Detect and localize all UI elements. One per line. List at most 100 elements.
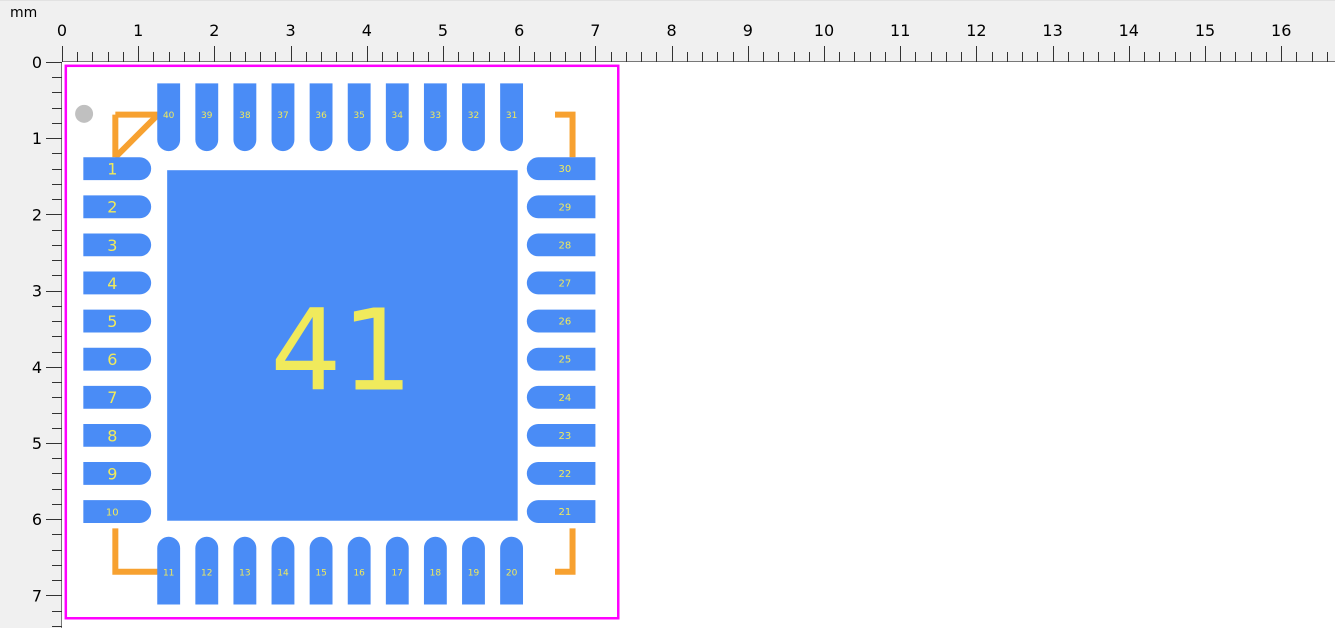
ruler-x-label: 5	[438, 21, 448, 40]
pad-top-number: 31	[506, 111, 517, 121]
pin1-chamfer	[113, 112, 161, 160]
pad-bottom-number: 17	[392, 568, 403, 578]
top-ruler	[0, 0, 1335, 62]
pad-top	[385, 83, 409, 152]
pad-right	[526, 500, 596, 524]
pad-bottom-number: 11	[163, 568, 174, 578]
pad-right-number: 25	[559, 355, 572, 366]
pad-bottom-number: 15	[315, 568, 326, 578]
pad-bottom-number: 14	[277, 568, 289, 578]
pad-bottom	[500, 536, 524, 605]
ruler-x-label: 4	[362, 21, 372, 40]
pad-right	[526, 309, 596, 333]
ruler-y-label: 1	[32, 129, 42, 148]
pad-bottom	[195, 536, 219, 605]
pad-bottom	[347, 536, 371, 605]
pad-left-number: 2	[107, 198, 117, 217]
ruler-y-label: 5	[32, 434, 42, 453]
ruler-x-label: 12	[966, 21, 986, 40]
pad-right-number: 30	[559, 164, 572, 175]
pad-top-number: 40	[163, 111, 175, 121]
pad-right-number: 23	[559, 431, 572, 442]
pad-right	[526, 271, 596, 295]
pad-left-number: 7	[107, 388, 117, 407]
ruler-y-label: 2	[32, 205, 42, 224]
ruler-x-label: 6	[514, 21, 524, 40]
pad-right-number: 22	[559, 469, 572, 480]
pad-right	[526, 423, 596, 447]
pad-right	[526, 157, 596, 181]
pad-right-number: 26	[559, 317, 572, 328]
pad-bottom-number: 12	[201, 568, 212, 578]
pad-left-number: 1	[107, 160, 117, 179]
pad-left	[83, 233, 152, 257]
silkscreen-outline	[112, 111, 576, 575]
pad-left	[83, 271, 152, 295]
pin1-marker	[75, 104, 94, 123]
pad-right-number: 24	[559, 393, 572, 404]
ruler-y-label: 3	[32, 282, 42, 301]
left-ruler	[0, 0, 62, 628]
pad-top	[347, 83, 371, 152]
pad-top-number: 37	[277, 111, 288, 121]
pad-top-number: 32	[468, 111, 479, 121]
pad-top	[309, 83, 333, 152]
pad-top-number: 35	[353, 111, 364, 121]
pad-top-number: 39	[201, 111, 213, 121]
pad-left-number: 9	[107, 464, 117, 483]
pad-left	[83, 423, 152, 447]
pad-left-number: 4	[107, 274, 117, 293]
pad-left	[83, 385, 152, 409]
thermal-pad-number: 41	[270, 287, 413, 417]
pad-bottom	[309, 536, 333, 605]
pad-top	[271, 83, 295, 152]
pad-left-number: 6	[107, 350, 117, 369]
pad-left	[83, 500, 152, 524]
pad-top	[500, 83, 524, 152]
ruler-x-label: 11	[890, 21, 910, 40]
ruler-x-label: 3	[286, 21, 296, 40]
pad-top	[195, 83, 219, 152]
pad-top-number: 34	[392, 111, 404, 121]
unit-label: mm	[10, 5, 38, 21]
pad-left-number: 8	[107, 426, 117, 445]
pad-right	[526, 233, 596, 257]
pad-left	[83, 157, 152, 181]
ruler-x-label: 10	[814, 21, 834, 40]
pad-bottom-number: 13	[239, 568, 250, 578]
pad-left	[83, 462, 152, 485]
pad-bottom	[385, 536, 409, 605]
ruler-x-label: 13	[1042, 21, 1062, 40]
pad-right-number: 27	[559, 278, 572, 289]
pad-top	[462, 83, 485, 152]
ruler-x-label: 1	[133, 21, 143, 40]
ruler-x-label: 2	[209, 21, 219, 40]
pad-top-number: 38	[239, 111, 251, 121]
ruler-y-label: 4	[32, 358, 42, 377]
pad-left-number: 10	[106, 507, 119, 518]
ruler-x-label: 7	[590, 21, 600, 40]
pad-bottom	[233, 536, 257, 605]
ruler-x-label: 14	[1119, 21, 1139, 40]
pad-right	[526, 195, 596, 219]
ruler-y-label: 7	[32, 586, 42, 605]
ruler-x-label: 8	[667, 21, 677, 40]
ruler-y-label: 0	[32, 53, 42, 72]
pad-top-number: 36	[315, 111, 327, 121]
pad-bottom	[423, 536, 447, 605]
pad-top-number: 33	[430, 111, 441, 121]
ruler-x-label: 0	[57, 21, 67, 40]
pad-right	[526, 385, 596, 409]
pad-right	[526, 462, 596, 485]
pad-right-number: 28	[559, 240, 572, 251]
pad-right-number: 21	[559, 507, 572, 518]
pad-bottom	[271, 536, 295, 605]
pad-bottom	[157, 536, 181, 605]
pad-right-number: 29	[559, 202, 572, 213]
pad-bottom-number: 20	[506, 568, 518, 578]
ruler-y-label: 6	[32, 510, 42, 529]
pad-right	[526, 347, 596, 371]
